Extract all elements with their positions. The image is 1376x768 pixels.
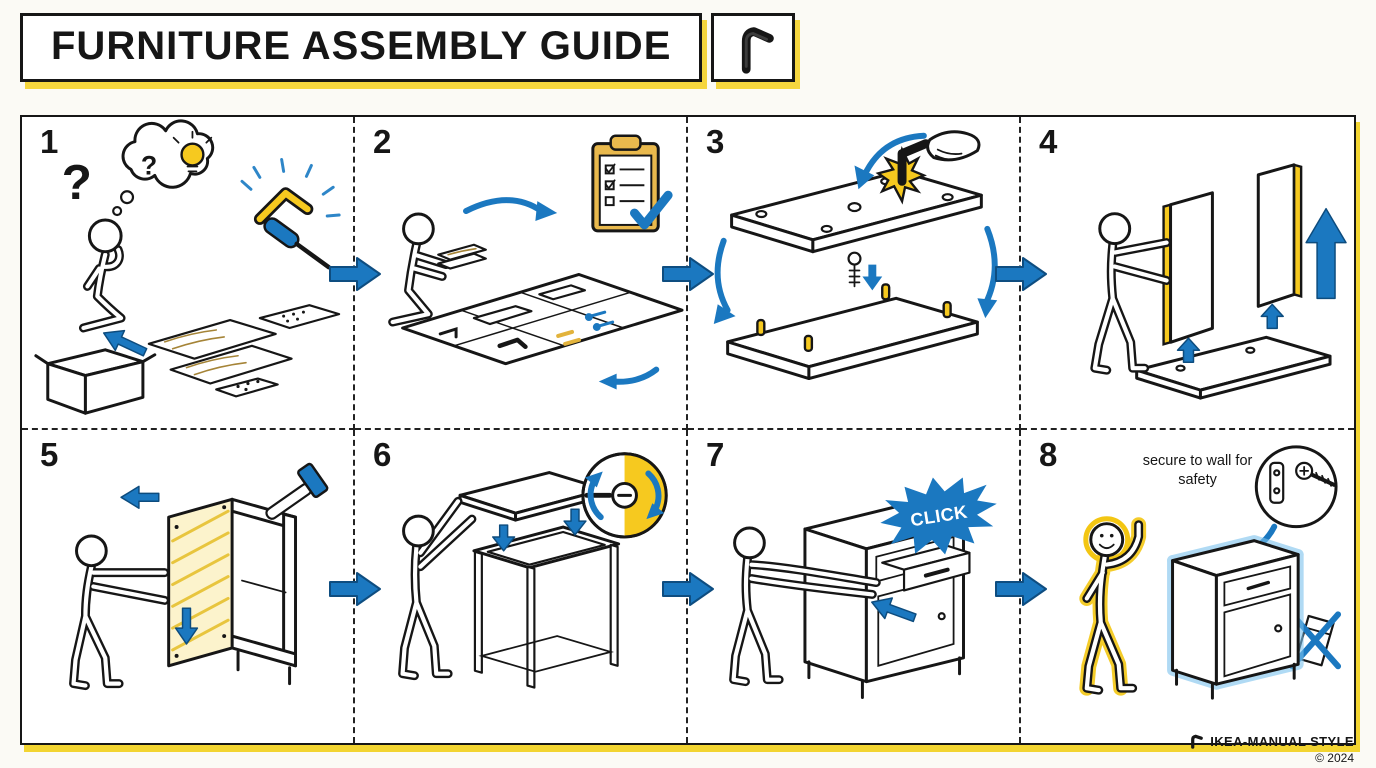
allen-key-icon: [742, 26, 775, 74]
question-mark: ?: [62, 154, 92, 210]
insert-arrow-icon: [871, 597, 917, 623]
step-panel-8: 8 secure to wall for safety: [1021, 430, 1354, 743]
page-title: FURNITURE ASSEMBLY GUIDE: [51, 24, 672, 68]
step-panel-1: 1 ? ?: [22, 117, 355, 430]
sorting-grid: [401, 272, 684, 366]
footer: IKEA-MANUAL STYLE © 2024: [1188, 733, 1354, 765]
standing-person: [729, 526, 881, 687]
step-5-illustration: [69, 462, 329, 691]
cabinet-frame: [230, 497, 298, 686]
curved-arrow-icon: [598, 366, 660, 390]
flow-arrow-2: [662, 257, 714, 291]
up-arrow-icon: [1176, 207, 1347, 363]
sparkle-rays-icon: [240, 158, 341, 218]
step-3-illustration: [713, 130, 998, 381]
rotation-arrow-icon: [713, 225, 998, 325]
allen-key-icon: [897, 139, 931, 186]
step-7-illustration: [729, 503, 971, 699]
standing-person: [69, 534, 170, 691]
step-number: 4: [1039, 123, 1058, 160]
screwdriver-icon: [263, 217, 331, 270]
left-arrow-icon: [120, 485, 160, 509]
side-panel-icon: [1256, 163, 1303, 308]
step-panel-6: 6: [355, 430, 688, 743]
step-number: 5: [40, 436, 59, 473]
checkmark-icon: [630, 190, 673, 230]
flow-arrow-1: [329, 257, 381, 291]
bottom-panel: [726, 283, 979, 381]
click-label: CLICK: [908, 501, 969, 530]
steps-grid: 1 ? ?: [22, 117, 1354, 743]
flow-arrow-4: [329, 572, 381, 606]
dowel-icon: [556, 329, 581, 346]
wood-panel-icon: [147, 304, 341, 385]
step-panel-7: 7 CLICK: [688, 430, 1021, 743]
title-box: FURNITURE ASSEMBLY GUIDE: [20, 13, 703, 82]
flow-arrow-3: [995, 257, 1047, 291]
flow-arrow-6: [995, 572, 1047, 606]
down-arrow-icon: [174, 607, 199, 645]
cam-lock-detail-circle-icon: [581, 452, 668, 539]
allen-key-icon: [253, 187, 314, 225]
curved-arrow-icon: [463, 197, 558, 221]
finished-cabinet: [1167, 535, 1304, 700]
footer-copyright: © 2024: [1315, 751, 1354, 765]
hardware-bag-icon: [215, 377, 279, 398]
dowel-icon: [756, 283, 952, 352]
header: FURNITURE ASSEMBLY GUIDE: [20, 13, 796, 82]
thought-bubble-icon: ?: [112, 119, 215, 217]
lightbulb-icon: [172, 130, 213, 173]
step-1-illustration: ? ?: [34, 119, 341, 415]
top-panel: [730, 169, 983, 254]
allen-key-icon: [497, 337, 528, 350]
kneeling-person: [388, 212, 451, 327]
step-number: 1: [40, 123, 59, 160]
base-panel-icon: [1135, 335, 1332, 400]
side-panel-icon: [1162, 191, 1214, 346]
back-panel-hatched-icon: [167, 497, 234, 668]
step-number: 7: [706, 436, 725, 473]
step-8-illustration: [1079, 445, 1342, 700]
kneeling-person: [78, 218, 126, 333]
insert-arrow-icon: [854, 132, 927, 190]
allen-key-icon: [1191, 734, 1204, 749]
cam-screw-icon: [847, 251, 883, 291]
thumbs-up-person: [1079, 516, 1147, 696]
step-6-illustration: [398, 452, 668, 689]
screw-icon: [584, 310, 615, 331]
checklist-clipboard-icon: [591, 134, 673, 233]
step-panel-5: 5: [22, 430, 355, 743]
safety-note: secure to wall for safety: [1142, 452, 1253, 488]
step-panel-4: 4: [1021, 117, 1354, 430]
step-panel-3: 3: [688, 117, 1021, 430]
step-2-illustration: [388, 134, 684, 390]
steps-frame: 1 ? ?: [20, 115, 1356, 745]
standing-person: [398, 496, 477, 681]
into-box-arrow-icon: [102, 329, 148, 357]
flow-arrow-5: [662, 572, 714, 606]
footer-brand: IKEA-MANUAL STYLE: [1210, 734, 1354, 749]
header-icon-box: [711, 13, 796, 82]
step-number: 2: [373, 123, 392, 160]
down-arrow-icon: [492, 508, 587, 552]
held-panel-stack: [437, 243, 487, 270]
down-arrow-icon: [862, 264, 883, 291]
hammer-icon: [265, 462, 329, 520]
bubble-question-mark: ?: [141, 150, 157, 180]
drawer-icon: [881, 544, 971, 592]
cabinet: [803, 503, 965, 699]
standing-person: [1090, 212, 1172, 375]
step-panel-2: 2: [355, 117, 688, 430]
step-4-illustration: [1090, 163, 1347, 400]
step-number: 3: [706, 123, 725, 160]
bracket-part: [438, 326, 458, 339]
wall-anchor-detail-circle-icon: [1254, 445, 1338, 529]
step-number: 8: [1039, 436, 1058, 473]
step-number: 6: [373, 436, 392, 473]
hand-with-allen-key-icon: [926, 130, 981, 162]
cardboard-box-icon: [34, 329, 157, 415]
cabinet-frame: [472, 525, 621, 689]
